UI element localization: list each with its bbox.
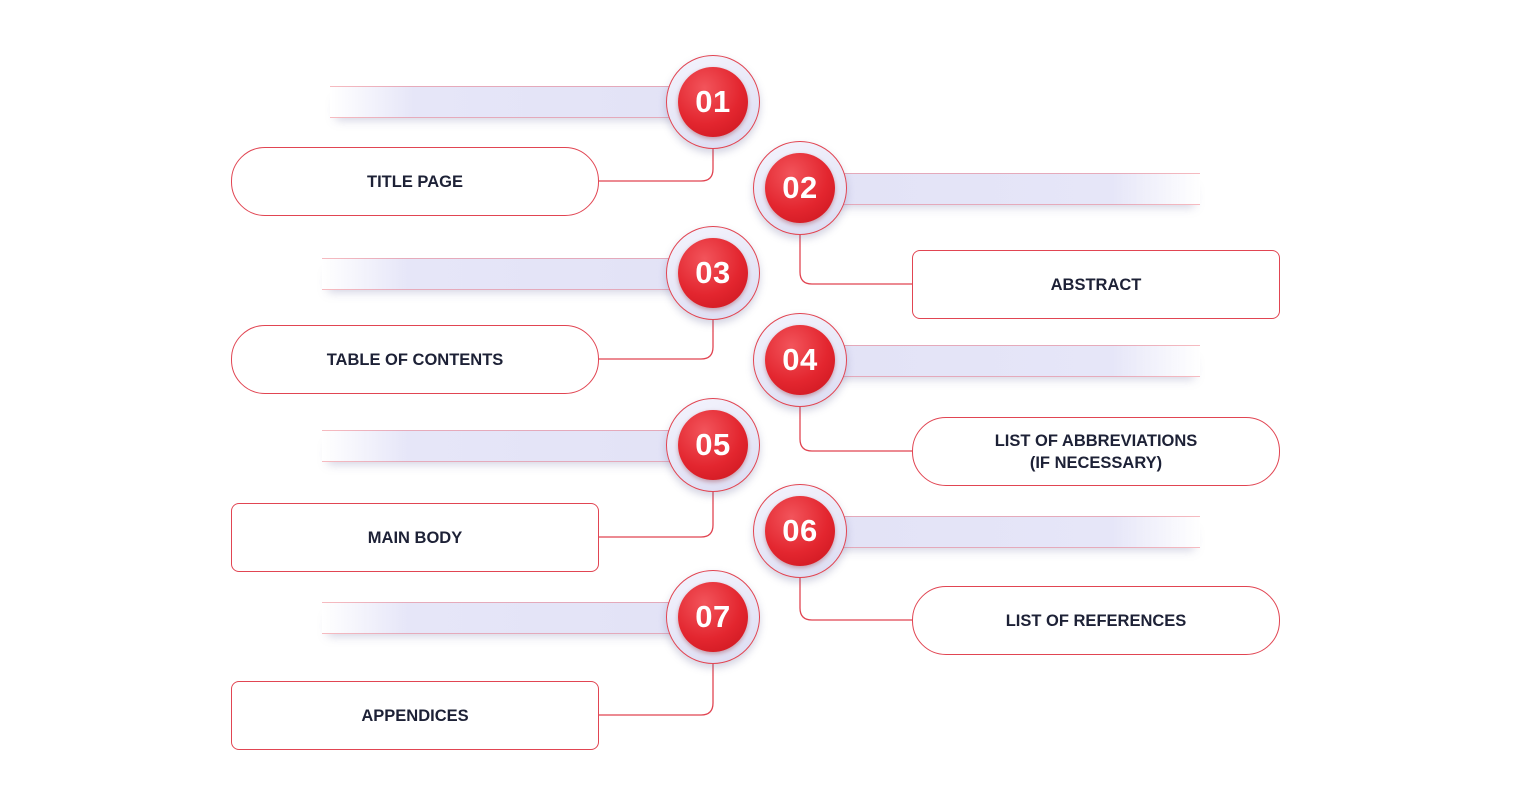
step-06-node: 06	[753, 484, 847, 578]
step-07-bar	[322, 602, 712, 634]
connector-step-06	[799, 578, 912, 621]
step-01-bar	[330, 86, 710, 118]
step-03-number: 03	[678, 238, 748, 308]
step-07-number: 07	[678, 582, 748, 652]
step-02-number: 02	[765, 153, 835, 223]
step-03-label: TABLE OF CONTENTS	[231, 325, 599, 394]
step-05-label: MAIN BODY	[231, 503, 599, 572]
step-06-label: LIST OF REFERENCES	[912, 586, 1280, 655]
step-06-bar	[800, 516, 1200, 548]
step-05-number: 05	[678, 410, 748, 480]
step-06-number: 06	[765, 496, 835, 566]
step-05-node: 05	[666, 398, 760, 492]
connector-step-01	[599, 149, 714, 182]
step-01-number: 01	[678, 67, 748, 137]
connector-step-02	[799, 235, 912, 285]
step-03-bar	[322, 258, 712, 290]
step-04-node: 04	[753, 313, 847, 407]
connector-step-04	[799, 407, 912, 452]
step-03-node: 03	[666, 226, 760, 320]
connector-step-05	[599, 492, 714, 538]
step-04-bar	[800, 345, 1200, 377]
step-01-label: TITLE PAGE	[231, 147, 599, 216]
connector-step-07	[599, 664, 714, 716]
connector-step-03	[599, 320, 714, 360]
step-01-node: 01	[666, 55, 760, 149]
step-02-label: ABSTRACT	[912, 250, 1280, 319]
step-04-label: LIST OF ABBREVIATIONS (IF NECESSARY)	[912, 417, 1280, 486]
step-02-bar	[800, 173, 1200, 205]
step-02-node: 02	[753, 141, 847, 235]
step-07-node: 07	[666, 570, 760, 664]
step-05-bar	[322, 430, 712, 462]
step-04-number: 04	[765, 325, 835, 395]
step-07-label: APPENDICES	[231, 681, 599, 750]
